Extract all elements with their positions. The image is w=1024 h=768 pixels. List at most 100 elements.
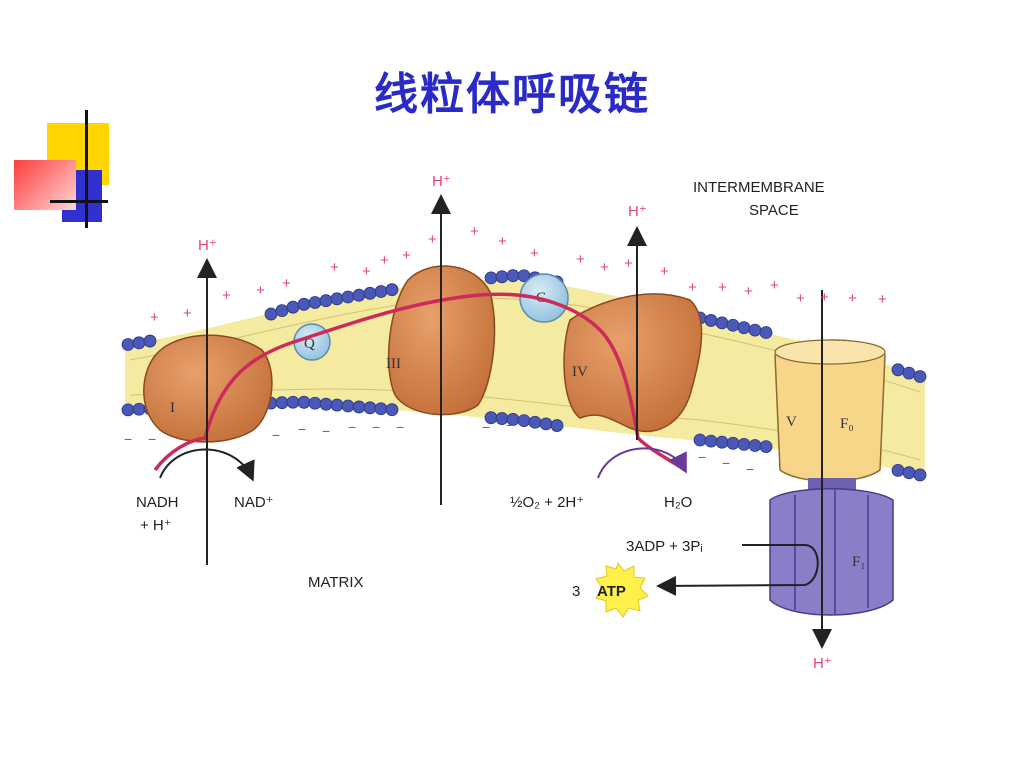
proton-label-atp-synthase: H⁺: [813, 655, 832, 672]
proton-label-complex-iii: H⁺: [432, 173, 451, 190]
lipid-head: [902, 366, 916, 380]
minus-sign: −: [530, 417, 538, 433]
plus-sign: +: [150, 309, 159, 326]
plus-sign: +: [770, 277, 779, 294]
plus-sign: +: [848, 290, 857, 307]
plus-sign: +: [428, 231, 437, 248]
minus-sign: −: [698, 449, 706, 465]
atp-count: 3: [572, 583, 580, 600]
lipid-head: [363, 286, 377, 300]
lipid-head: [297, 395, 311, 409]
minus-sign: −: [298, 421, 306, 437]
plus-sign: +: [330, 259, 339, 276]
plus-sign: +: [402, 247, 411, 264]
lipid-head: [275, 304, 289, 318]
plus-sign: +: [878, 291, 887, 308]
lipid-head: [330, 398, 344, 412]
minus-sign: −: [482, 419, 490, 435]
minus-sign: −: [348, 419, 356, 435]
lipid-head: [385, 283, 399, 297]
proton-label-complex-i: H⁺: [198, 237, 217, 254]
proton-label-complex-iv: H⁺: [628, 203, 647, 220]
minus-sign: −: [746, 461, 754, 477]
lipid-head: [484, 271, 498, 285]
plus-sign: +: [256, 282, 265, 299]
positive-charges: +++++++++++++++++++++++++: [150, 223, 887, 326]
plus-sign: +: [282, 275, 291, 292]
minus-sign: −: [148, 431, 156, 447]
atp-label: ATP: [597, 583, 626, 600]
negative-charges: −−−−−−−−−−−−−−−: [124, 417, 754, 477]
minus-sign: −: [322, 423, 330, 439]
lipid-head: [352, 400, 366, 414]
q-label: Q: [304, 336, 315, 352]
plus-sign: +: [498, 233, 507, 250]
lipid-head: [891, 463, 905, 477]
lipid-head: [891, 363, 905, 377]
lipid-head: [341, 290, 355, 304]
lipid-head: [539, 417, 553, 431]
lipid-head: [913, 468, 927, 482]
plus-sign: +: [624, 255, 633, 272]
plus-sign: +: [600, 259, 609, 276]
minus-sign: −: [272, 427, 280, 443]
lipid-head: [363, 401, 377, 415]
lipid-head: [121, 403, 135, 417]
lipid-head: [517, 414, 531, 428]
minus-sign: −: [396, 419, 404, 435]
lipid-head: [132, 336, 146, 350]
intermembrane-space-label-2: SPACE: [749, 202, 799, 219]
lipid-head: [704, 314, 718, 327]
lipid-head: [715, 316, 729, 330]
lipid-head: [726, 318, 740, 332]
lipid-head: [308, 396, 322, 410]
complex-v-label: V: [786, 414, 797, 430]
lipid-head: [726, 436, 740, 450]
electron-path: [153, 292, 686, 472]
plus-sign: +: [688, 279, 697, 296]
minus-sign: −: [722, 455, 730, 471]
nadh-h-label: + H⁺: [140, 517, 172, 534]
slide-title: 线粒体呼吸链: [374, 69, 650, 120]
nad-label: NAD⁺: [234, 494, 274, 511]
lipid-head: [275, 396, 289, 410]
lipid-head: [759, 440, 773, 454]
oxygen-label: ½O₂ + 2H⁺: [510, 494, 584, 511]
plus-sign: +: [820, 289, 829, 306]
lipid-head: [759, 326, 773, 339]
lipid-head: [506, 269, 520, 283]
plus-sign: +: [718, 279, 727, 296]
lipid-head: [132, 402, 146, 416]
lipid-head: [913, 370, 927, 383]
lipid-head: [352, 288, 366, 302]
adp-arrow: [656, 544, 819, 596]
lipid-head: [286, 300, 300, 314]
complex-i-label: I: [170, 400, 175, 416]
lipid-head: [264, 307, 278, 321]
lipid-head: [297, 297, 311, 311]
lipid-head: [495, 270, 509, 284]
deco-horizontal-line: [50, 200, 108, 203]
f0-label: F₀: [840, 416, 854, 432]
minus-sign: −: [506, 417, 514, 433]
lipid-head: [374, 402, 388, 416]
lipid-head: [330, 292, 344, 306]
adp-label: 3ADP + 3Pᵢ: [626, 538, 703, 555]
lipid-head: [143, 334, 157, 348]
lipid-head: [550, 419, 564, 432]
complex-iv-label: IV: [572, 364, 588, 380]
plus-sign: +: [660, 263, 669, 280]
atp-synthase-f1: [769, 478, 894, 616]
lipid-head: [748, 439, 762, 452]
lipid-head: [308, 296, 322, 309]
plus-sign: +: [362, 263, 371, 280]
lipid-head: [902, 466, 916, 480]
lipid-head: [121, 338, 135, 351]
atp-burst: [595, 561, 649, 618]
f1-label: F₁: [852, 554, 866, 570]
plus-sign: +: [183, 305, 192, 322]
plus-sign: +: [222, 287, 231, 304]
nad-arc: [159, 448, 255, 482]
matrix-label: MATRIX: [308, 574, 364, 591]
plus-sign: +: [530, 245, 539, 262]
